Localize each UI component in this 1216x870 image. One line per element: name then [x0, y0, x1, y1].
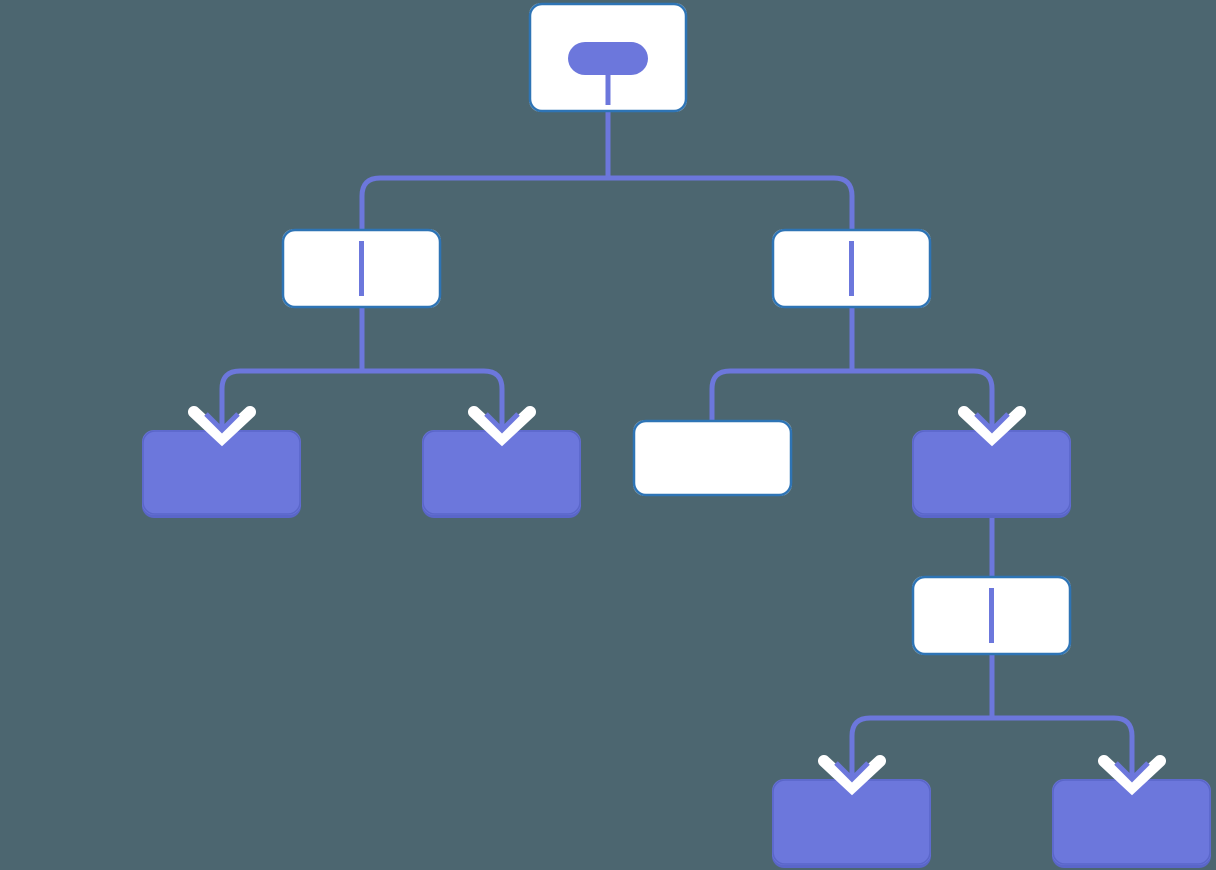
arrowhead-layer [188, 406, 1166, 796]
node-fill-leaf-a[interactable] [142, 430, 301, 515]
arrowhead-edge-left-a [188, 406, 256, 447]
arrowhead-outer-chevron [958, 406, 1026, 447]
connector-edge-right-d [849, 308, 995, 466]
connector-layer [219, 112, 1135, 815]
node-badge-layer [568, 42, 648, 105]
arrowhead-outer-chevron [468, 406, 536, 447]
node-badge-pill-root[interactable] [568, 42, 648, 75]
arrowhead-inner-chevron [484, 412, 520, 434]
node-fill-leaf-e[interactable] [772, 779, 931, 865]
connector-edge-left-a [219, 308, 365, 466]
node-fill-leaf-b[interactable] [422, 430, 581, 515]
arrowhead-edge-sub-e [818, 755, 886, 796]
node-border-branch-left[interactable] [281, 228, 442, 309]
connector-edge-root-right [605, 112, 855, 229]
arrowhead-inner-chevron [974, 412, 1010, 434]
arrowhead-inner-chevron [834, 761, 870, 783]
arrowhead-inner-chevron [204, 412, 240, 434]
node-border-leaf-c[interactable] [632, 419, 793, 497]
arrowhead-outer-chevron [818, 755, 886, 796]
node-fill-branch-d[interactable] [912, 430, 1071, 515]
connector-edge-left-b [359, 308, 505, 466]
node-fill-leaf-f[interactable] [1052, 779, 1211, 865]
node-border-sub-branch[interactable] [911, 575, 1072, 656]
connector-edge-right-c [709, 308, 855, 420]
connector-edge-sub-f [989, 655, 1135, 815]
connector-overlay-layer [359, 241, 994, 643]
arrowhead-inner-chevron [1114, 761, 1150, 783]
arrowhead-edge-left-b [468, 406, 536, 447]
arrowhead-edge-sub-f [1098, 755, 1166, 796]
node-fill-leaf-c[interactable] [633, 420, 792, 496]
node-fill-layer [142, 3, 1211, 868]
node-border-branch-right[interactable] [771, 228, 932, 309]
connector-edge-sub-e [849, 655, 995, 815]
node-border-root[interactable] [528, 2, 688, 113]
arrowhead-outer-chevron [188, 406, 256, 447]
connector-edge-root-left [359, 112, 611, 229]
arrowhead-edge-right-d [958, 406, 1026, 447]
arrowhead-outer-chevron [1098, 755, 1166, 796]
